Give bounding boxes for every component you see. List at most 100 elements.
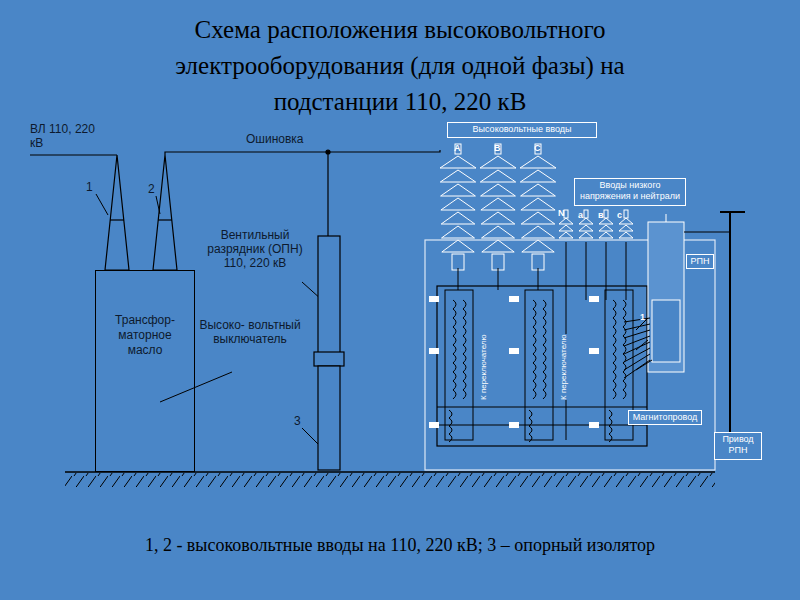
coil-turn xyxy=(453,318,456,327)
lv-terminal xyxy=(624,210,628,218)
coil-turn xyxy=(543,363,546,372)
coil-turn xyxy=(609,410,612,418)
coil-turn xyxy=(623,309,626,318)
bushing-base xyxy=(452,254,464,270)
lv-shed xyxy=(559,218,573,224)
coil-turn xyxy=(613,309,616,318)
coil-turn xyxy=(463,381,466,390)
winding-tag xyxy=(429,296,439,302)
bushing-shed xyxy=(482,226,515,238)
bushing-shed xyxy=(441,198,475,210)
bushing-shed xyxy=(521,212,555,224)
phase-mark: С xyxy=(534,143,541,153)
bushing-shed xyxy=(520,156,556,168)
coil-turn xyxy=(449,426,452,434)
node-text: Магнитопровод xyxy=(632,412,698,423)
coil-turn xyxy=(623,390,626,399)
breaker-label: Высоко- вольтный выключатель xyxy=(198,318,302,346)
bushing-shed xyxy=(480,156,516,168)
coil-turn xyxy=(543,345,546,354)
coil-turn xyxy=(543,300,546,309)
bushing-shed xyxy=(440,170,475,182)
line-label: ВЛ 110, 220 кВ xyxy=(30,122,110,150)
coil-turn xyxy=(623,318,626,327)
coil-turn xyxy=(453,354,456,363)
label-box: Вводы низкого напряжения и нейтрали xyxy=(574,178,686,206)
coil-turn xyxy=(463,354,466,363)
tap-lead xyxy=(624,330,650,338)
coil-turn xyxy=(529,418,532,426)
coil-turn xyxy=(453,390,456,399)
tap-number: 1 xyxy=(640,312,645,322)
switch-note: К переключателю xyxy=(479,334,488,400)
coil-turn xyxy=(623,363,626,372)
label-box: Привод РПН xyxy=(714,432,762,460)
coil-turn xyxy=(463,300,466,309)
coil-turn xyxy=(613,327,616,336)
terminal-mark: в xyxy=(598,210,604,220)
terminal-mark: а xyxy=(578,210,583,220)
coil-turn xyxy=(463,336,466,345)
label-box: РПН xyxy=(686,254,714,269)
coil-turn xyxy=(543,381,546,390)
bushing-shed xyxy=(480,170,515,182)
coil-turn xyxy=(623,327,626,336)
lv-terminal xyxy=(564,210,568,218)
coil-turn xyxy=(529,434,532,442)
coil-turn xyxy=(533,354,536,363)
coil-turn xyxy=(463,372,466,381)
diagram-caption: 1, 2 - высоковольтные вводы на 110, 220 … xyxy=(40,535,760,556)
coil-turn xyxy=(533,327,536,336)
winding-tag xyxy=(429,422,439,428)
coil-turn xyxy=(533,318,536,327)
coil-turn xyxy=(613,300,616,309)
winding-tag xyxy=(589,296,599,302)
coil-turn xyxy=(613,372,616,381)
bushing-shed xyxy=(521,184,556,196)
winding-tag xyxy=(509,296,519,302)
tap-lead xyxy=(624,348,650,362)
lv-terminal xyxy=(584,210,588,218)
coil-turn xyxy=(463,327,466,336)
coil-turn xyxy=(623,381,626,390)
tap-lead xyxy=(624,354,650,370)
coil-turn xyxy=(613,354,616,363)
coil-turn xyxy=(613,381,616,390)
bushing-shed xyxy=(481,184,516,196)
coil-turn xyxy=(609,418,612,426)
node-text: Трансфор- маторное масло xyxy=(100,313,190,358)
lv-shed xyxy=(559,225,573,231)
lv-shed xyxy=(599,232,613,238)
bushing-shed xyxy=(441,212,475,224)
coil-turn xyxy=(449,434,452,442)
coil-turn xyxy=(463,363,466,372)
coil-turn xyxy=(543,390,546,399)
tap-lead xyxy=(624,324,650,330)
terminal-mark: с xyxy=(617,210,622,220)
coil-turn xyxy=(529,410,532,418)
winding-tag xyxy=(509,348,519,354)
winding-tag xyxy=(589,348,599,354)
coil-turn xyxy=(623,300,626,309)
coil-turn xyxy=(533,363,536,372)
bushing-shed xyxy=(442,240,474,252)
bushing-shed xyxy=(481,212,515,224)
arrester-label: Вентильный разрядник (ОПН) 110, 220 кВ xyxy=(205,228,305,270)
coil-turn xyxy=(543,318,546,327)
coil-turn xyxy=(609,426,612,434)
lv-terminal xyxy=(604,210,608,218)
lv-shed xyxy=(599,225,613,231)
switch-note: К переключателю xyxy=(559,334,568,400)
tap-lead xyxy=(624,318,650,322)
coil-turn xyxy=(543,354,546,363)
coil-turn xyxy=(613,318,616,327)
coil-turn xyxy=(463,345,466,354)
node-text: РПН xyxy=(690,256,710,267)
coil-turn xyxy=(453,372,456,381)
bushing-terminal xyxy=(455,144,461,154)
coil-turn xyxy=(463,390,466,399)
coil-turn xyxy=(543,309,546,318)
coil-turn xyxy=(453,345,456,354)
bushing-shed xyxy=(441,184,476,196)
bushing-shed xyxy=(522,240,554,252)
